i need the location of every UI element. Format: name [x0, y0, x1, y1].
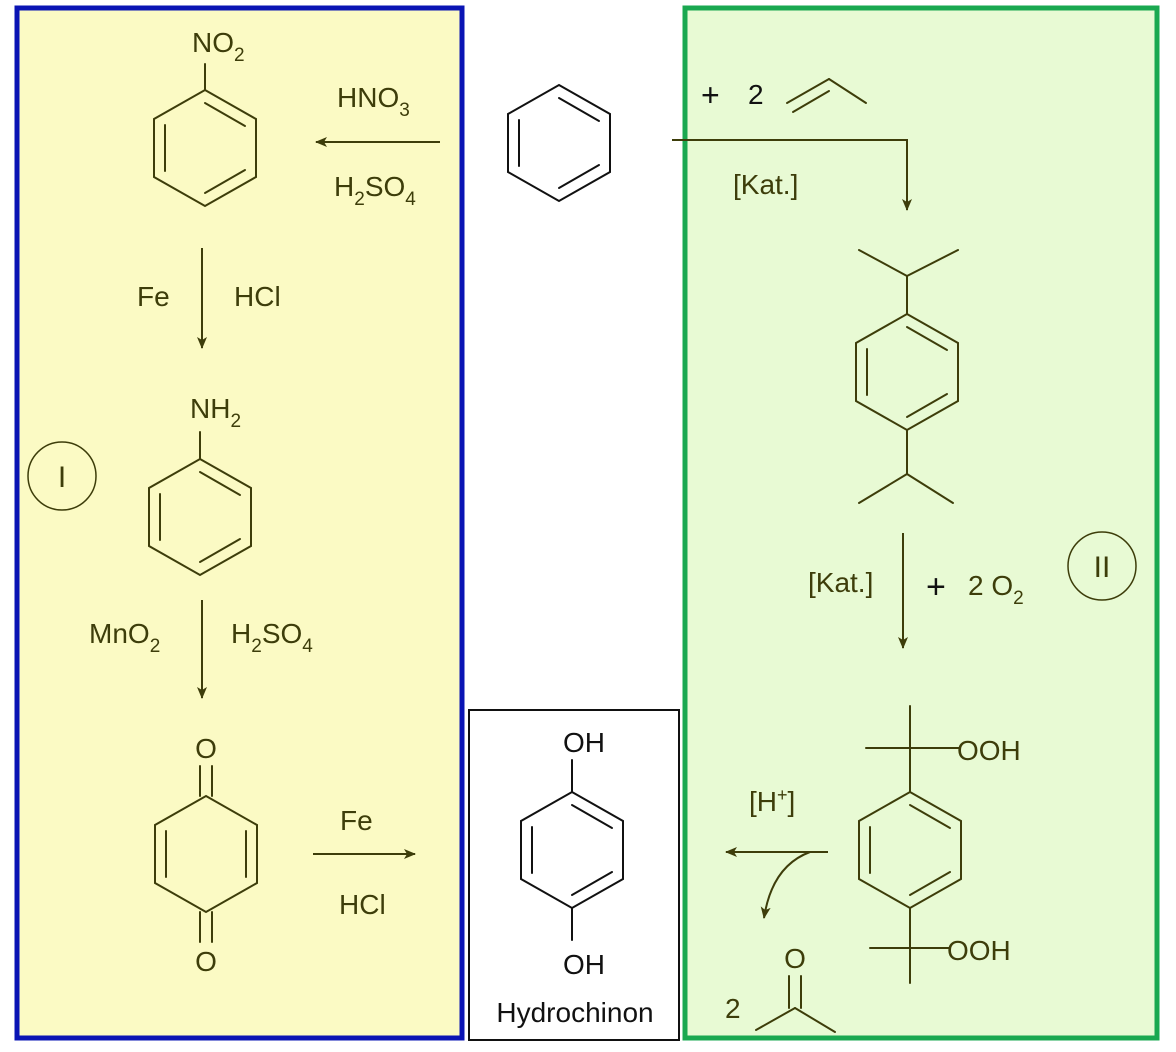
product-box — [468, 709, 680, 1041]
alkylation-arrow — [672, 139, 912, 211]
amino-label: NH2 — [190, 393, 241, 432]
h2so4-label-top: H2SO4 — [334, 171, 416, 210]
nitrobenzene-molecule: NO2 — [153, 27, 257, 208]
hydroperoxy-bottom: OOH — [947, 935, 1011, 966]
diisopropylbenzene-molecule — [855, 249, 959, 504]
route-one-marker: I — [27, 441, 97, 511]
acetone-molecule: O — [755, 943, 836, 1033]
nitro-label: NO2 — [192, 27, 245, 66]
acetone-oxygen: O — [784, 943, 806, 974]
fe-label-1: Fe — [137, 281, 170, 312]
quinone-oxygen-bottom: O — [195, 946, 217, 977]
hcl-label-2: HCl — [339, 889, 386, 920]
svg-text:II: II — [1094, 551, 1111, 584]
benzoquinone-molecule: O O — [154, 733, 258, 977]
acetone-coefficient: 2 — [725, 993, 741, 1024]
quinone-oxygen-top: O — [195, 733, 217, 764]
hno3-label: HNO3 — [337, 82, 410, 121]
plus-sign-propene: + — [701, 77, 720, 113]
h2so4-label-mid: H2SO4 — [231, 618, 313, 657]
hydroperoxy-top: OOH — [957, 735, 1021, 766]
hydroquinone-molecule: OH OH — [520, 727, 624, 980]
svg-text:I: I — [58, 461, 66, 494]
plus-sign-oxygen: + — [926, 568, 946, 606]
propene-molecule — [786, 78, 867, 113]
route-one-panel — [14, 5, 465, 1041]
hydroxyl-bottom: OH — [563, 949, 605, 980]
route-two-marker: II — [1067, 531, 1137, 601]
hydroxyl-top: OH — [563, 727, 605, 758]
benzene-molecule — [507, 83, 611, 203]
acid-catalyst-label: [H+] — [749, 785, 795, 817]
aniline-molecule: NH2 — [148, 393, 252, 577]
mno2-label: MnO2 — [89, 618, 160, 657]
oxygen-label: 2 O2 — [968, 570, 1024, 609]
dihydroperoxide-molecule: OOH OOH — [858, 705, 1021, 984]
acetone-release-arrow — [760, 851, 811, 919]
fe-label-2: Fe — [340, 805, 373, 836]
hcl-label-1: HCl — [234, 281, 281, 312]
catalyst-label-2: [Kat.] — [808, 567, 873, 598]
route-two-panel — [682, 5, 1160, 1041]
catalyst-label-1: [Kat.] — [733, 169, 798, 200]
propene-coefficient: 2 — [748, 79, 764, 110]
product-name: Hydrochinon — [496, 997, 653, 1028]
